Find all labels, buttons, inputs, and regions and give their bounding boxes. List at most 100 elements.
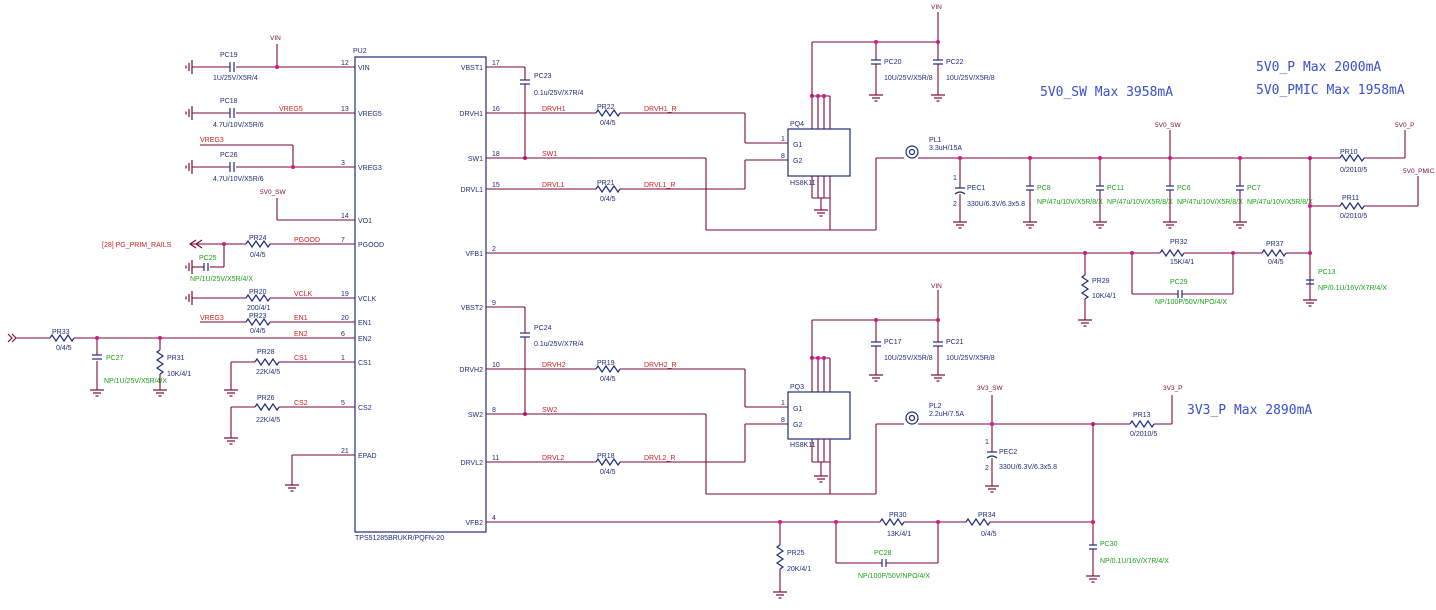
pc8-ref: PC8 (1037, 185, 1051, 192)
pec2-val: 330U/6.3V/6.3x5.8 (999, 464, 1057, 471)
pec1-ref: PEC1 (967, 185, 985, 192)
pc19-val: 1U/25V/X5R/4 (213, 75, 258, 82)
pc24-val: 0.1u/25V/X7R/4 (534, 341, 584, 348)
ic-pin-name: DRVL1 (461, 187, 484, 194)
pc26-circuit: VREG3 PC26 4.7U/10V/X5R/6 (192, 137, 355, 183)
pc7-ref: PC7 (1247, 185, 1261, 192)
resistor-symbol (595, 457, 621, 467)
ic-pin-name: CS1 (358, 360, 372, 367)
pr19-ref: PR19 (597, 360, 615, 367)
pr18-val: 0/4/5 (600, 469, 616, 476)
pc28-ref: PC28 (874, 550, 892, 557)
drvh2-circuit: DRVH2 PR19 0/4/5 DRVH2_R (486, 360, 788, 408)
drvh1r-net: DRVH1_R (644, 106, 677, 113)
pq4-val: HS8K11 (790, 180, 816, 187)
pc20-pc22-circuit: VIN PC20 10U/25V/X5R/8 PC22 10U/25V/X5R/… (871, 4, 995, 95)
pq3-g1: G1 (793, 406, 802, 413)
pr11-val: 0/2010/5 (1340, 213, 1367, 220)
vclk-net: VCLK (294, 291, 313, 298)
v5pmic-net: 5V0_PMIC (1403, 168, 1435, 175)
pr13-ref: PR13 (1133, 412, 1151, 419)
pr21-val: 0/4/5 (600, 196, 616, 203)
pr25-ref: PR25 (787, 550, 805, 557)
vfb2-feedback: PR25 20K/4/1 PR30 13K/4/1 PC28 NP/100P/5… (486, 512, 1095, 592)
ic-pin-name: EPAD (358, 453, 377, 460)
pc23-ref: PC23 (534, 73, 552, 80)
drvh2r-net: DRVH2_R (644, 362, 677, 369)
ic-pin-name: VCLK (358, 296, 377, 303)
pc20-ref: PC20 (884, 59, 902, 66)
pq4-g1: G1 (793, 142, 802, 149)
ic-pin-num: 7 (341, 237, 345, 244)
pr37-val: 0/4/5 (1268, 259, 1284, 266)
pc7-val: NP/47u/10V/X5R/8/X (1247, 199, 1313, 206)
vin-net-mid: VIN (931, 283, 942, 290)
ic-pin-name: SW1 (468, 156, 483, 163)
note-5v0-pmic: 5V0_PMIC Max 1958mA (1256, 83, 1405, 98)
ic-pu2: PU2 TPS51285BRUKR/PQFN-20 (353, 48, 487, 542)
pc30-ref: PC30 (1100, 541, 1118, 548)
pr29-val: 10K/4/1 (1092, 293, 1116, 300)
v3sw-net: 3V3_SW (977, 385, 1004, 392)
pr23-ref: PR23 (249, 313, 267, 320)
pr19-val: 0/4/5 (600, 376, 616, 383)
pr26-ref: PR26 (257, 395, 275, 402)
pec1-pin1: 1 (953, 175, 957, 182)
epad-circuit (291, 454, 355, 485)
pc22-val: 10U/25V/X5R/8 (946, 75, 995, 82)
resistor-symbol (245, 239, 271, 249)
pc17-val: 10U/25V/X5R/8 (884, 355, 933, 362)
pc13-val: NP/0.1U/16V/X7R/4/X (1318, 285, 1387, 292)
pr29-ref: PR29 (1092, 278, 1110, 285)
ic-pin-name: VIN (358, 65, 370, 72)
pr33-val: 0/4/5 (56, 345, 72, 352)
pc22-ref: PC22 (946, 59, 964, 66)
pc11-ref: PC11 (1107, 185, 1124, 192)
pl1-output-rail: PL1 3.3uH/15A PEC1 330U/6.3V/6.3x5.8 PC8… (905, 122, 1435, 300)
sw1-net: SW1 (542, 151, 557, 158)
pgood-net: PGOOD (294, 237, 320, 244)
ic-pin-num: 4 (492, 515, 496, 522)
ic-pin-name: DRVL2 (461, 460, 484, 467)
ic-pin-name: VFB2 (465, 520, 483, 527)
resistor-symbol (1339, 153, 1365, 163)
pq4-g2: G2 (793, 158, 802, 165)
pc29-val: NP/100P/50V/NPO/4/X (1155, 299, 1227, 306)
pc17-ref: PC17 (884, 339, 902, 346)
resistor-symbol (155, 349, 165, 375)
pec2-pin1: 1 (985, 439, 989, 446)
pec2-pin2: 2 (985, 465, 989, 472)
resistor-symbol (965, 517, 991, 527)
cs2-circuit: PR26 22K/4/5 CS2 (230, 395, 355, 438)
v5sw-net-vo1: 5V0_SW (260, 189, 287, 196)
resistor-symbol (595, 108, 621, 118)
vreg3-net: VREG3 (200, 137, 224, 144)
resistor-symbol (1129, 419, 1155, 429)
pc26-ref: PC26 (220, 152, 238, 159)
ic-pin-name: VBST2 (461, 305, 483, 312)
grounds: 1 2 1 2 (90, 60, 1317, 599)
pr34-ref: PR34 (978, 512, 996, 519)
resistor-symbol (775, 544, 785, 570)
pc25-val: NP/1U/25V/X5R/4/X (190, 276, 253, 283)
cs1-net: CS1 (294, 355, 308, 362)
resistor-symbol (595, 184, 621, 194)
pq3-ref: PQ3 (790, 384, 804, 391)
resistor-symbol (595, 364, 621, 374)
pc25-ref: PC25 (199, 255, 217, 262)
pc8-val: NP/47u/10V/X5R/8/X (1037, 199, 1103, 206)
ic-pin-num: 16 (492, 106, 500, 113)
pc6-val: NP/47u/10V/X5R/8/X (1177, 199, 1243, 206)
pl2-val: 2.2uH/7.5A (929, 411, 964, 418)
resistor-symbol (1159, 248, 1185, 258)
drvl1-net: DRVL1 (542, 182, 565, 189)
ic-left-pins: 12VIN13VREG53VREG314VO17PGOOD19VCLK20EN1… (341, 60, 384, 460)
pc20-val: 10U/25V/X5R/8 (884, 75, 933, 82)
ic-pin-name: CS2 (358, 405, 372, 412)
pc18-circuit: PC18 4.7U/10V/X5R/6 VREG5 (192, 98, 355, 129)
pr30-val: 13K/4/1 (887, 531, 911, 538)
pc18-ref: PC18 (220, 98, 238, 105)
drvh2-net: DRVH2 (542, 362, 566, 369)
pr18-ref: PR18 (597, 453, 615, 460)
ic-pin-num: 2 (492, 246, 496, 253)
